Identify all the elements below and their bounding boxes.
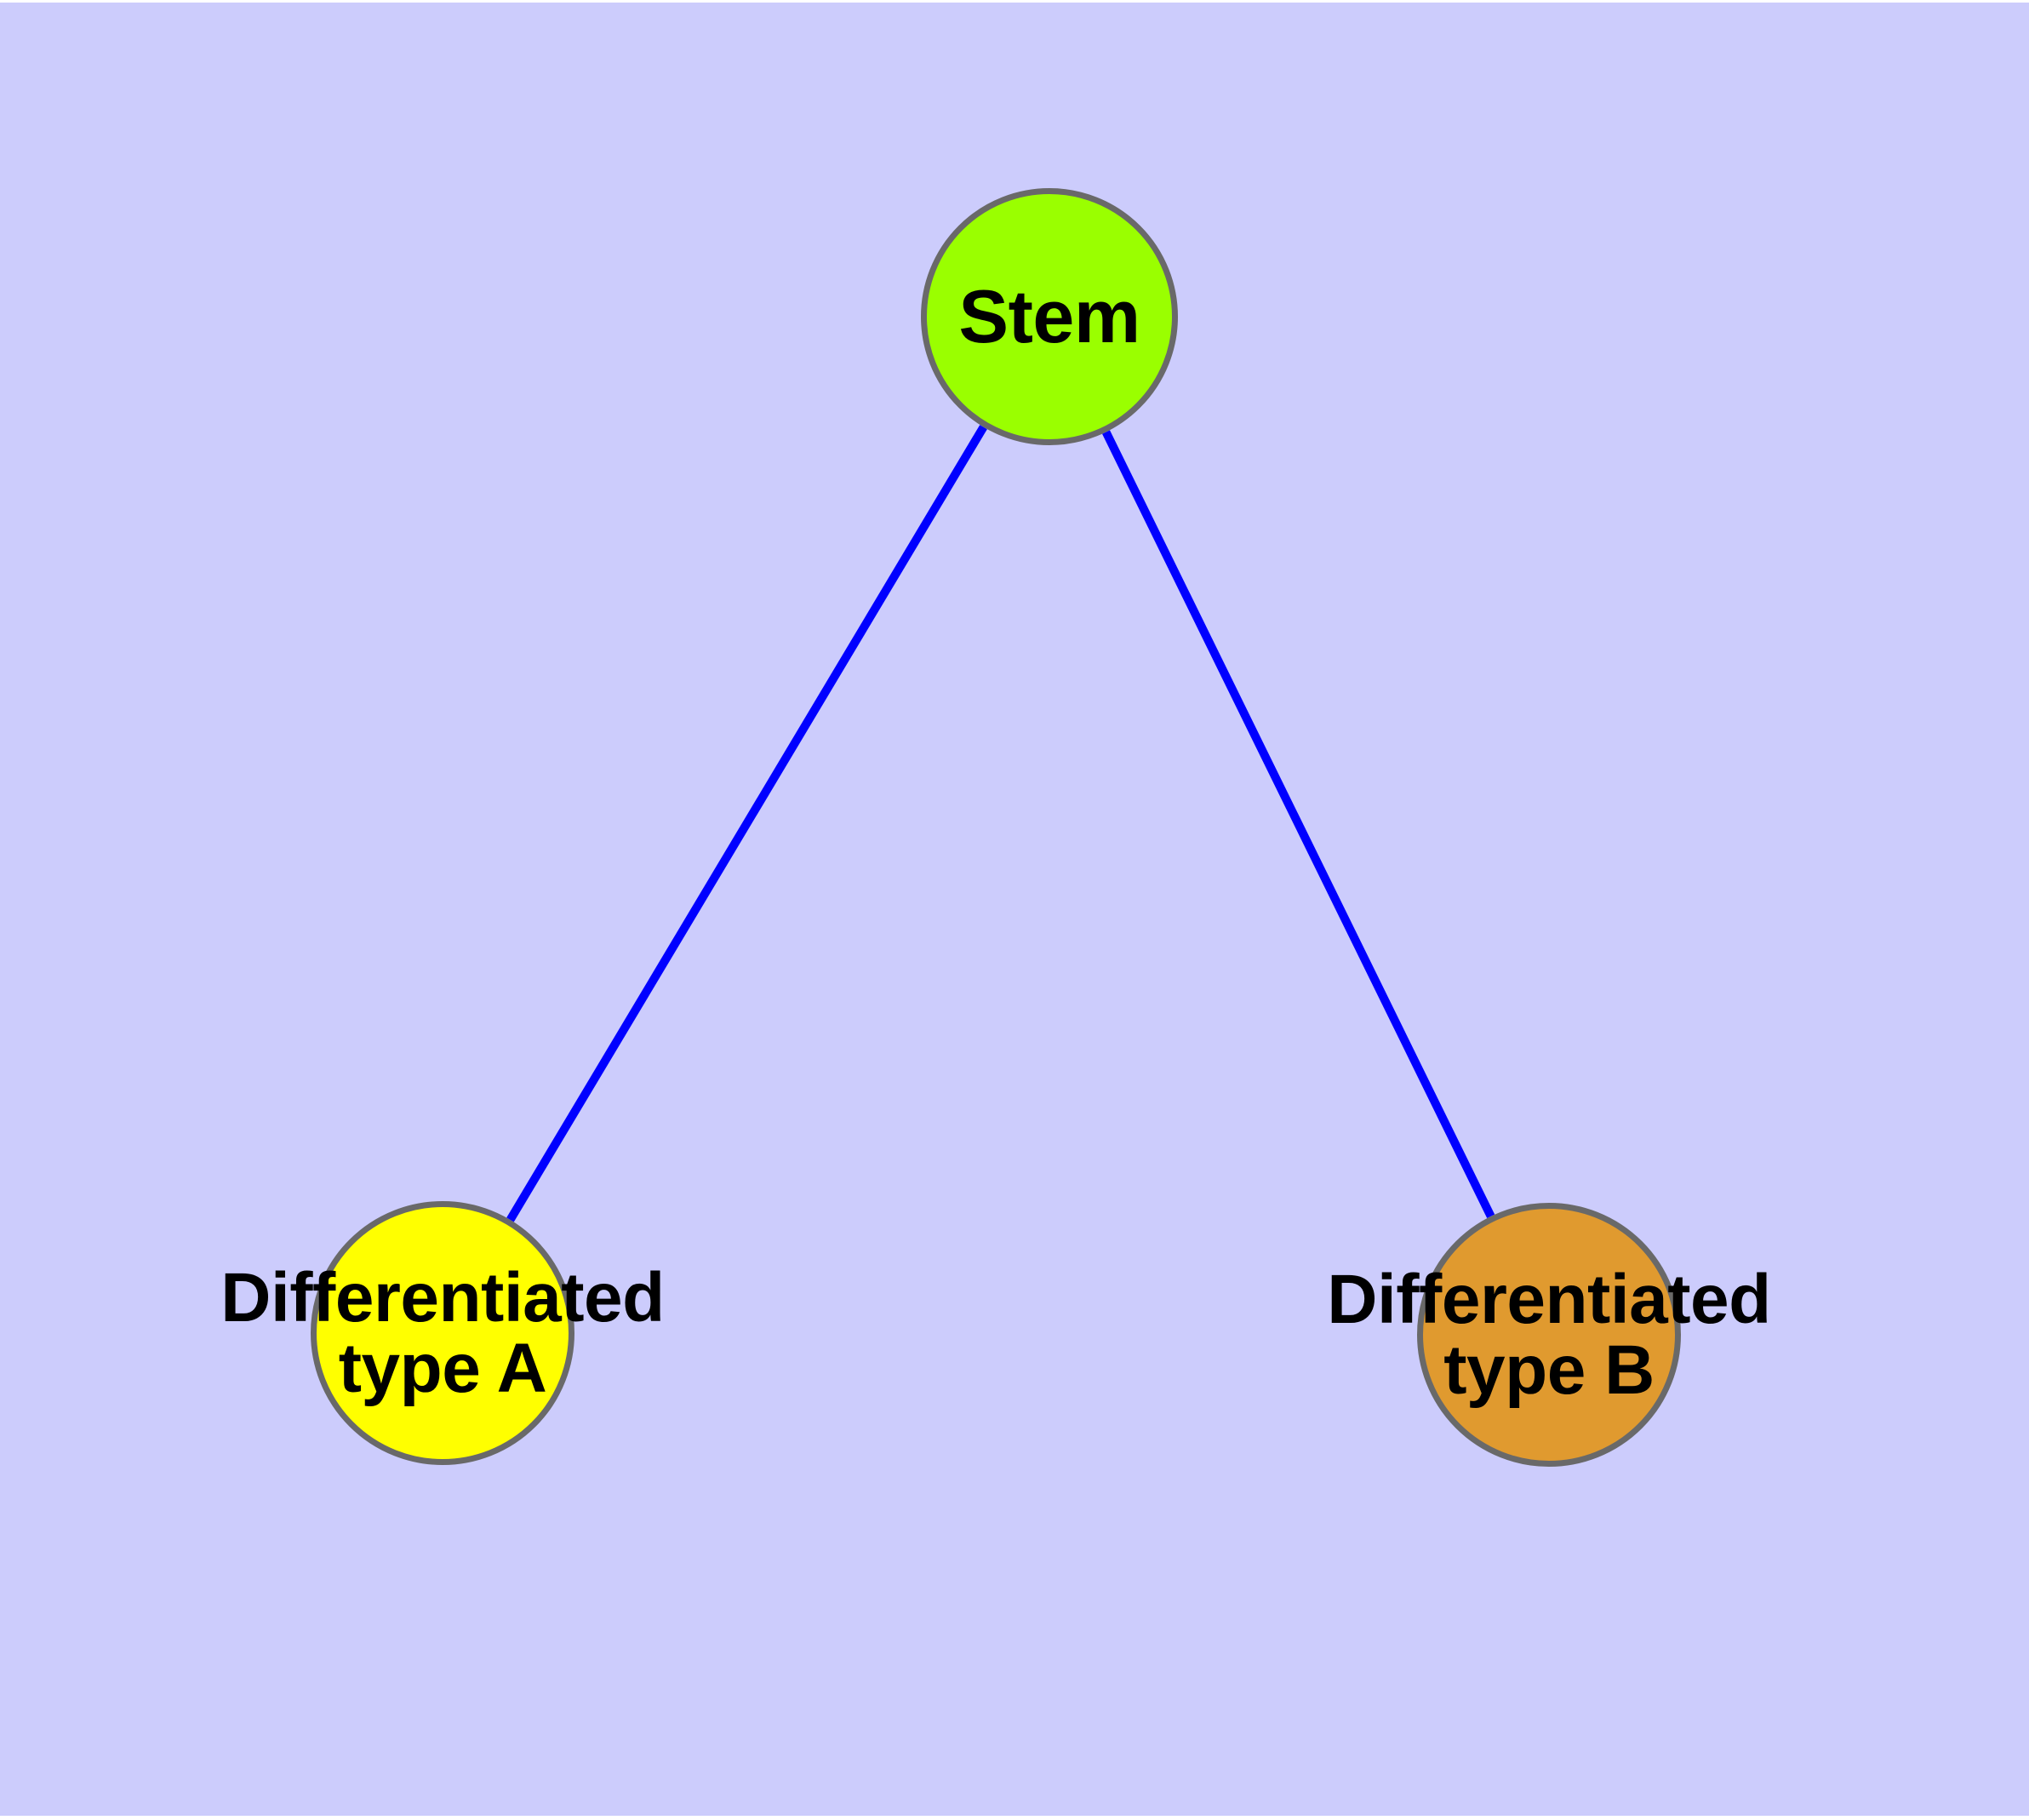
node-layer [311, 188, 1681, 1467]
node-differentiated-type-a-label: Differentiated type A [0, 1262, 953, 1405]
edge-stem-to-differentiated-type-a [506, 425, 987, 1222]
node-differentiated-type-b-label-line-1: Differentiated [1327, 1260, 1771, 1338]
node-differentiated-type-a-label-line-2: type A [338, 1330, 547, 1408]
node-differentiated-type-a-circle[interactable] [311, 1201, 574, 1465]
edge-layer [506, 425, 1495, 1222]
edge-stem-to-differentiated-type-b [1102, 430, 1495, 1219]
node-differentiated-type-b-circle[interactable] [1417, 1203, 1681, 1467]
node-differentiated-type-a-label-line-1: Differentiated [220, 1258, 665, 1336]
node-stem-label-line-1: Stem [958, 274, 1140, 358]
node-differentiated-type-b-label-line-2: type B [1443, 1331, 1655, 1410]
node-differentiated-type-b-label: Differentiated type B [1038, 1260, 2029, 1410]
node-stem-circle[interactable] [921, 188, 1178, 445]
node-stem-label: Stem [539, 278, 1560, 355]
